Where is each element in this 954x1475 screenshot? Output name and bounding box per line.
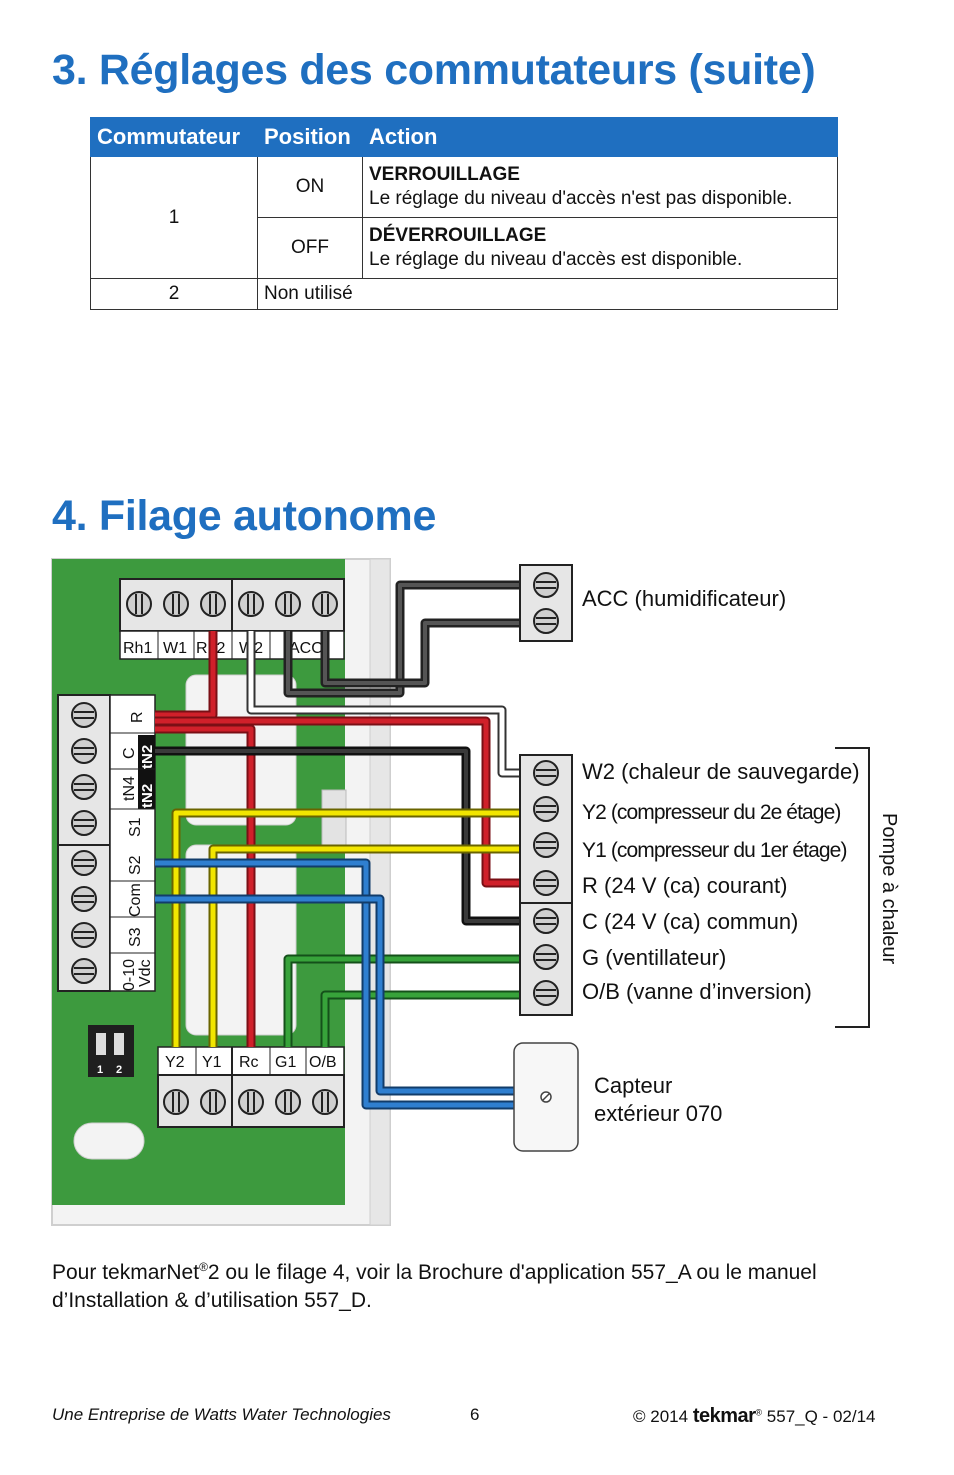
terminal-label: Vdc — [137, 959, 154, 987]
section-4-title: 4. Filage autonome — [52, 492, 437, 540]
dip-label: 2 — [116, 1064, 122, 1076]
latch — [321, 789, 347, 851]
action-description: Le réglage du niveau d'accès n'est pas d… — [369, 188, 793, 209]
switch-number: 1 — [90, 156, 258, 279]
hp-label: O/B (vanne d’inversion) — [582, 979, 812, 1004]
terminal-label: G1 — [275, 1054, 296, 1071]
hp-label: R (24 V (ca) courant) — [582, 873, 787, 898]
terminal-label: Y2 — [165, 1054, 185, 1071]
table-header-row: Commutateur Position Action — [90, 117, 838, 157]
terminal-label: tN2 — [139, 784, 156, 808]
table-row: 1 ON VERROUILLAGE Le réglage du niveau d… — [90, 156, 838, 279]
terminal-label: Y1 — [202, 1054, 222, 1071]
action-description: Le réglage du niveau d'accès est disponi… — [369, 249, 743, 270]
heat-pump-bracket — [835, 747, 870, 1028]
header-position: Position — [257, 117, 363, 157]
terminal-label: S3 — [127, 927, 144, 947]
sensor-label: extérieur 070 — [594, 1101, 722, 1126]
terminal-label: Rh1 — [123, 640, 152, 657]
hp-label: G (ventillateur) — [582, 945, 726, 970]
terminal-label: S2 — [127, 855, 144, 875]
dip-label: 1 — [97, 1064, 103, 1076]
reference-note: Pour tekmarNet®2 ou le filage 4, voir la… — [52, 1260, 817, 1312]
table-row: OFF DÉVERROUILLAGE Le réglage du niveau … — [91, 217, 838, 279]
terminal-label: R — [129, 711, 146, 723]
terminal-label: ACC — [289, 640, 323, 657]
heat-pump-label: Pompe à chaleur — [878, 813, 900, 965]
terminal-label: C — [121, 747, 138, 759]
terminal-label: S1 — [127, 817, 144, 837]
terminal-label: Rc — [239, 1054, 259, 1071]
terminal-label: W1 — [163, 640, 187, 657]
switch-settings-table: Commutateur Position Action 1 ON VERROUI… — [90, 117, 838, 310]
mounting-slot — [73, 1122, 145, 1160]
terminal-label: O/B — [309, 1054, 337, 1071]
sensor-label: Capteur — [594, 1073, 672, 1098]
header-action: Action — [362, 117, 838, 157]
action-title: VERROUILLAGE — [369, 164, 520, 185]
brand-logo: tekmar — [692, 1405, 756, 1427]
dip-switch[interactable] — [88, 1025, 134, 1077]
acc-label: ACC (humidificateur) — [582, 586, 786, 611]
board-cutout — [185, 844, 297, 1036]
housing-edge — [369, 558, 391, 1226]
action-title: DÉVERROUILLAGE — [369, 225, 547, 246]
network-tag: tN2 — [139, 745, 156, 769]
hp-label: Y1 (compresseur du 1er étage) — [582, 839, 847, 862]
footer-doc: © 2014 tekmar® 557_Q - 02/14 — [633, 1405, 876, 1427]
action-cell: Non utilisé — [257, 278, 838, 310]
position-cell: OFF — [257, 217, 363, 279]
position-cell: ON — [257, 156, 363, 218]
terminal-label: tN4 — [121, 776, 138, 801]
page-number: 6 — [470, 1405, 480, 1424]
hp-label: Y2 (compresseur du 2e étage) — [582, 801, 840, 824]
wiring-diagram: Rh1 W1 Rh2 W2 ACC R C tN4 tN2 tN2 S1 S2 … — [51, 558, 900, 1226]
switch-number: 2 — [90, 278, 258, 310]
hp-label: C (24 V (ca) commun) — [582, 909, 798, 934]
table-row: 2 Non utilisé — [90, 278, 838, 310]
action-cell: DÉVERROUILLAGE Le réglage du niveau d'ac… — [362, 217, 838, 279]
hp-label: W2 (chaleur de sauvegarde) — [582, 759, 860, 784]
terminal-label: Com — [127, 883, 144, 917]
action-cell: VERROUILLAGE Le réglage du niveau d'accè… — [362, 156, 838, 218]
terminal-label: 0-10 — [121, 959, 138, 991]
footer-company: Une Entreprise de Watts Water Technologi… — [52, 1405, 391, 1424]
wires — [155, 580, 520, 1110]
section-3-title: 3. Réglages des commutateurs (suite) — [52, 46, 816, 94]
header-switch: Commutateur — [90, 117, 258, 157]
